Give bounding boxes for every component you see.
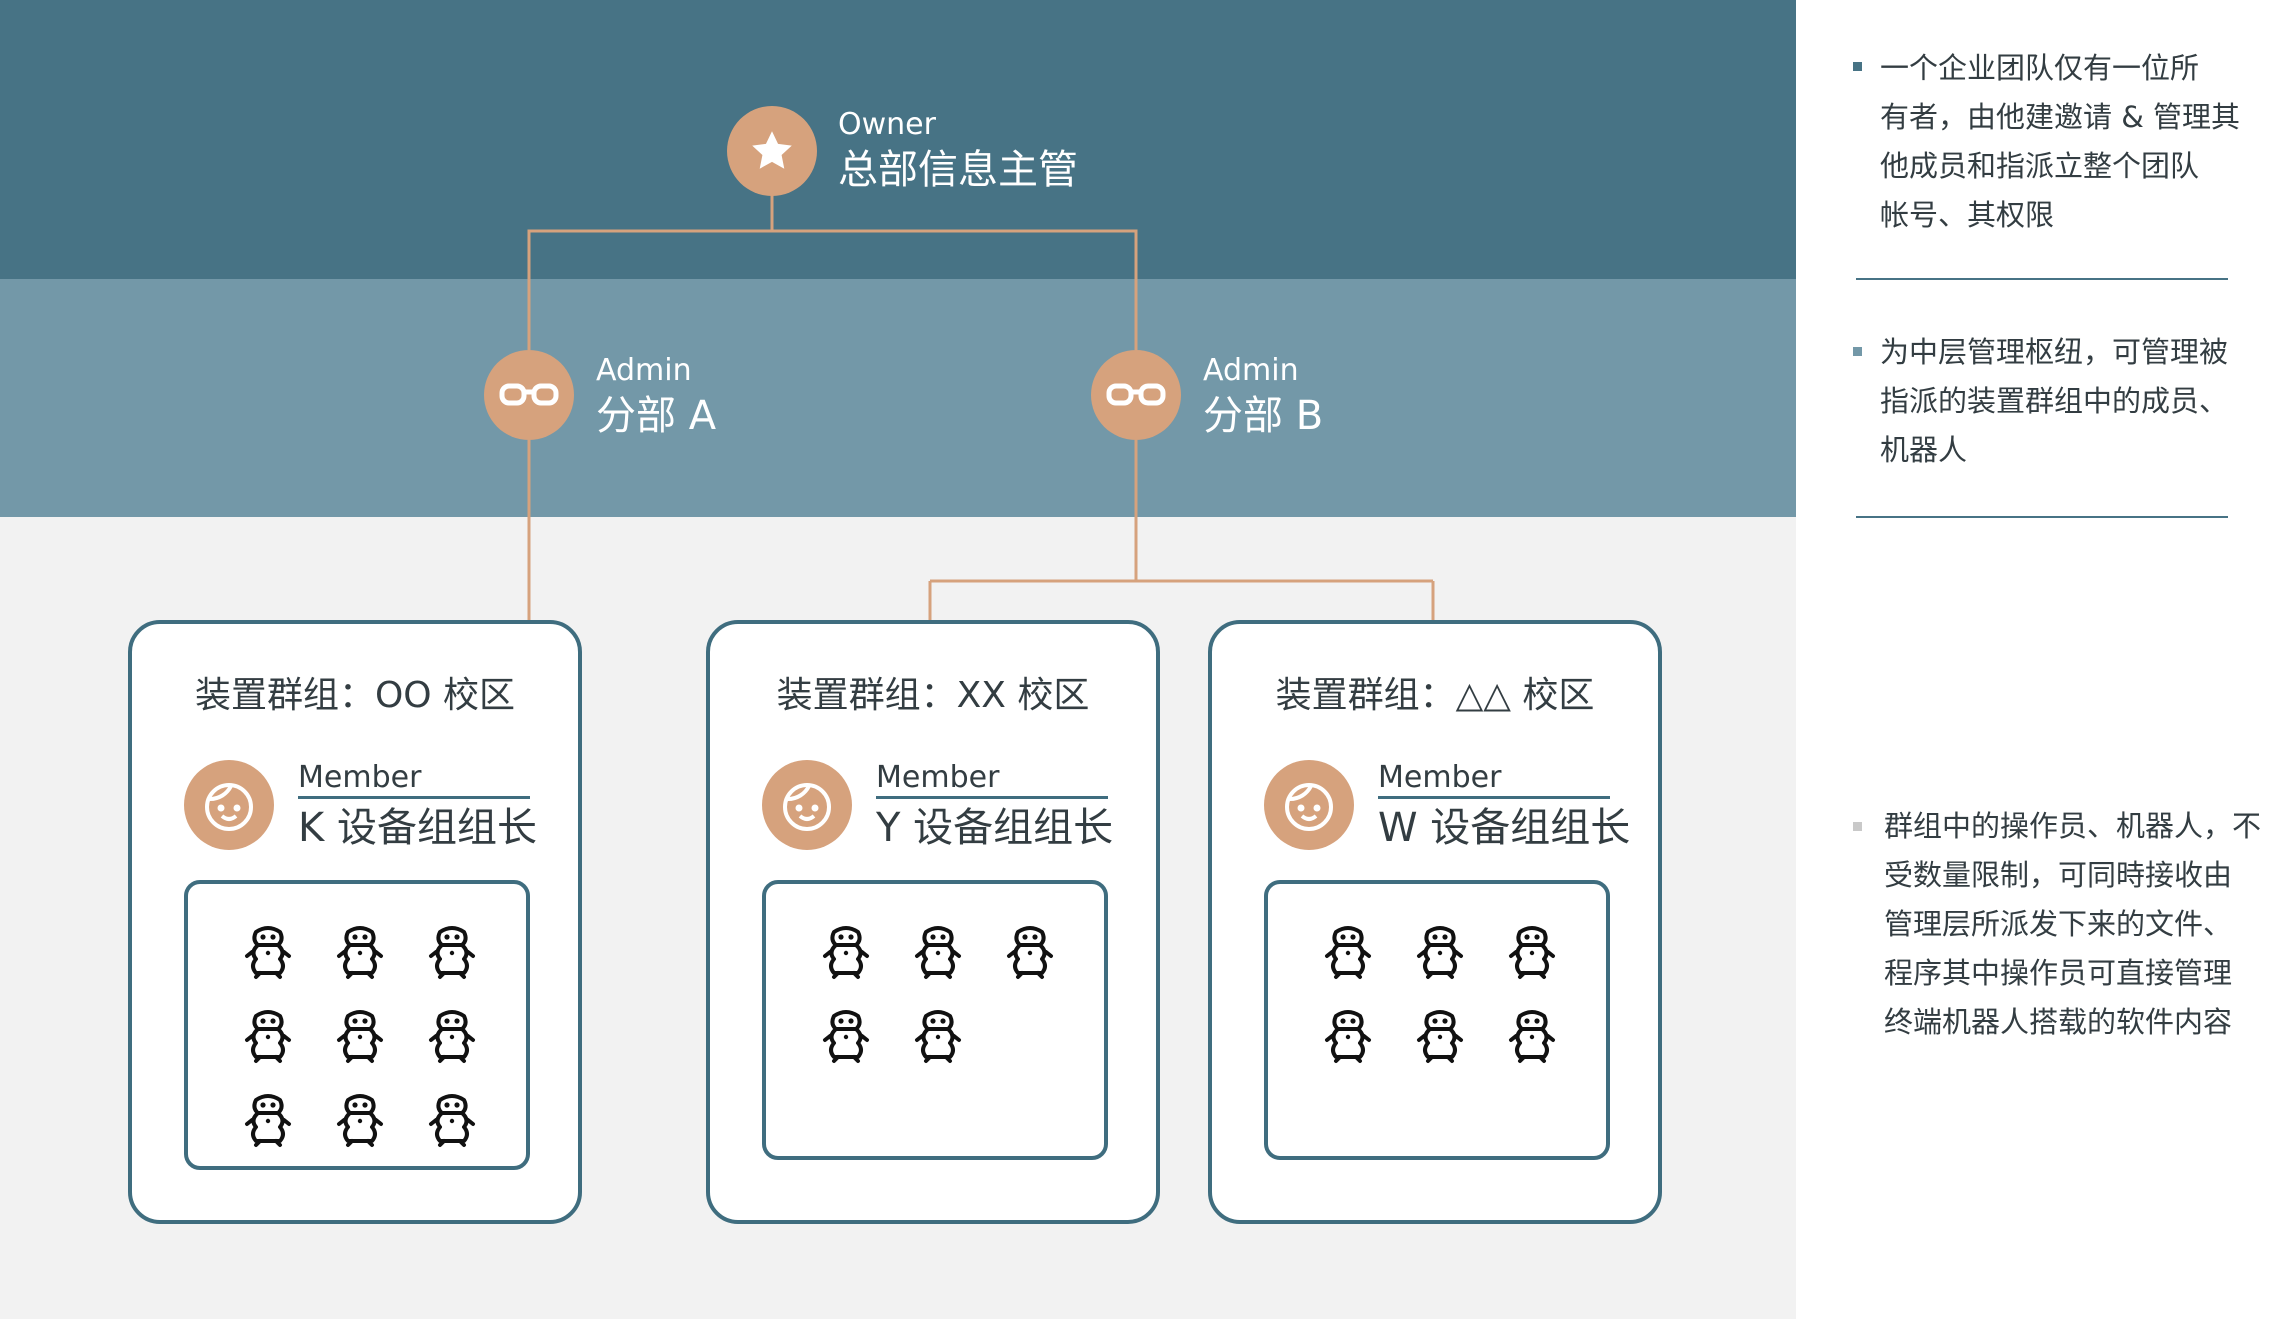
robot-icon: [422, 920, 482, 980]
glasses-icon: [1091, 350, 1181, 440]
admin-note-bullet: [1853, 347, 1862, 356]
member-name: W 设备组组长: [1378, 805, 1631, 851]
member-name: Y 设备组组长: [876, 805, 1114, 851]
admin-b-name: 分部 B: [1203, 393, 1324, 439]
robot-icon: [238, 1088, 298, 1148]
robot-icon: [816, 920, 876, 980]
robot-icon: [908, 920, 968, 980]
face-icon: [762, 760, 852, 850]
admin-note: 为中层管理枢纽，可管理被 指派的装置群组中的成员、 机器人: [1880, 328, 2228, 475]
member-note-line: 程序其中操作员可直接管理: [1884, 956, 2233, 990]
member-note-line: 受数量限制，可同時接收由: [1884, 858, 2233, 892]
robot-icon: [330, 920, 390, 980]
robot-icon: [1318, 1004, 1378, 1064]
device-group-card: 装置群组：OO 校区 Member K 设备组组长: [128, 620, 582, 1224]
robot-icon: [1318, 920, 1378, 980]
member-note-line: 管理层所派发下来的文件、: [1884, 907, 2233, 941]
admin-node-a: Admin 分部 A: [596, 352, 716, 442]
robot-icon: [238, 1004, 298, 1064]
owner-name: 总部信息主管: [838, 147, 1078, 193]
admin-note-line: 为中层管理枢纽，可管理被: [1880, 335, 2229, 369]
admin-a-role: Admin: [596, 353, 692, 388]
robot-grid: [762, 880, 1108, 1160]
group-title: 装置群组：△△ 校区: [1275, 675, 1595, 716]
member-name: K 设备组组长: [298, 805, 537, 851]
glasses-icon: [484, 350, 574, 440]
robot-icon: [422, 1088, 482, 1148]
member-note-bullet: [1853, 822, 1862, 831]
member-role: Member: [876, 760, 1108, 799]
member-note: 群组中的操作员、机器人，不 受数量限制，可同時接收由 管理层所派发下来的文件、 …: [1884, 802, 2261, 1047]
hierarchy-connectors: [527, 190, 1435, 622]
star-icon: [727, 106, 817, 196]
admin-note-line: 机器人: [1880, 433, 1968, 467]
robot-grid: [1264, 880, 1610, 1160]
member-role: Member: [1378, 760, 1610, 799]
owner-note-line: 帐号、其权限: [1880, 198, 2055, 232]
admin-node-b: Admin 分部 B: [1203, 352, 1323, 442]
admin-a-name: 分部 A: [596, 393, 717, 439]
robot-icon: [1502, 1004, 1562, 1064]
robot-icon: [422, 1004, 482, 1064]
device-group-card: 装置群组：△△ 校区 Member W 设备组组长: [1208, 620, 1662, 1224]
robot-icon: [330, 1088, 390, 1148]
robot-icon: [1502, 920, 1562, 980]
group-title: 装置群组：XX 校区: [776, 675, 1090, 716]
robot-icon: [330, 1004, 390, 1064]
member-role: Member: [298, 760, 530, 799]
owner-note-line: 他成员和指派立整个团队: [1880, 149, 2200, 183]
owner-role: Owner: [838, 107, 936, 142]
admin-b-role: Admin: [1203, 353, 1299, 388]
member-note-line: 群组中的操作员、机器人，不: [1884, 809, 2262, 843]
robot-icon: [1410, 920, 1470, 980]
admin-tier-band: [0, 279, 1796, 517]
sidebar-divider: [1856, 516, 2228, 518]
owner-connector: [527, 190, 1138, 350]
sidebar-divider: [1856, 278, 2228, 280]
owner-note-line: 一个企业团队仅有一位所: [1880, 51, 2200, 85]
owner-note-line: 有者，由他建邀请 & 管理其: [1880, 100, 2241, 134]
admin-b-connector: [928, 440, 1435, 622]
member-note-line: 终端机器人搭载的软件内容: [1884, 1005, 2233, 1039]
robot-icon: [238, 920, 298, 980]
face-icon: [1264, 760, 1354, 850]
owner-note: 一个企业团队仅有一位所 有者，由他建邀请 & 管理其 他成员和指派立整个团队 帐…: [1880, 44, 2240, 240]
owner-note-bullet: [1853, 62, 1862, 71]
robot-grid: [184, 880, 530, 1170]
robot-icon: [1000, 920, 1060, 980]
robot-icon: [1410, 1004, 1470, 1064]
admin-note-line: 指派的装置群组中的成员、: [1880, 384, 2229, 418]
device-group-card: 装置群组：XX 校区 Member Y 设备组组长: [706, 620, 1160, 1224]
robot-icon: [816, 1004, 876, 1064]
face-icon: [184, 760, 274, 850]
owner-node: Owner 总部信息主管: [838, 106, 1078, 196]
robot-icon: [908, 1004, 968, 1064]
group-title: 装置群组：OO 校区: [194, 675, 516, 716]
